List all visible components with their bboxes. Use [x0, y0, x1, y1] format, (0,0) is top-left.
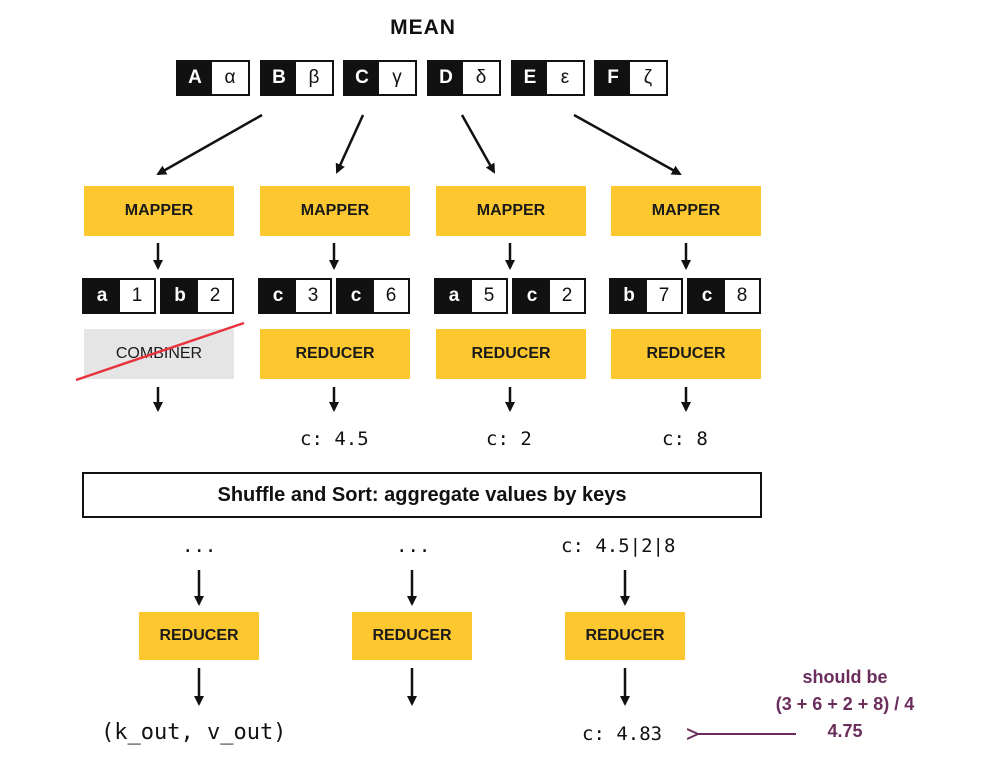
input-value: α [212, 62, 248, 94]
mapper-output-pair: a 5 [434, 278, 508, 314]
input-pair-c: C γ [343, 60, 417, 96]
output-value: 2 [198, 280, 232, 312]
arrow-input-mapper2 [335, 114, 365, 174]
mapper-output-pair: c 6 [336, 278, 410, 314]
mapper-box: MAPPER [436, 186, 586, 236]
shuffle-sort-box: Shuffle and Sort: aggregate values by ke… [82, 472, 762, 518]
input-value: ζ [630, 62, 666, 94]
final-output-generic: (k_out, v_out) [101, 720, 287, 745]
local-result: c: 4.5 [300, 428, 369, 450]
correction-note-line3: 4.75 [827, 721, 863, 741]
input-pair-f: F ζ [594, 60, 668, 96]
input-key: B [262, 62, 296, 94]
output-key: b [611, 280, 647, 312]
correction-note-line1: should be [802, 667, 888, 687]
shuffle-output: c: 4.5|2|8 [561, 535, 676, 557]
output-value: 3 [296, 280, 330, 312]
input-key: A [178, 62, 212, 94]
mapper-output-pair: b 2 [160, 278, 234, 314]
output-value: 5 [472, 280, 506, 312]
diagram-title: MEAN [390, 16, 456, 39]
output-key: a [84, 280, 120, 312]
input-pair-e: E ε [511, 60, 585, 96]
output-key: c [260, 280, 296, 312]
mapper-output-pair: c 3 [258, 278, 332, 314]
output-value: 1 [120, 280, 154, 312]
output-value: 6 [374, 280, 408, 312]
combiner-strikethrough [75, 321, 245, 382]
mapper-box: MAPPER [611, 186, 761, 236]
output-value: 7 [647, 280, 681, 312]
input-value: β [296, 62, 332, 94]
correction-note-line2: (3 + 6 + 2 + 8) / 4 [775, 694, 915, 714]
input-key: D [429, 62, 463, 94]
mapper-box: MAPPER [260, 186, 410, 236]
output-value: 8 [725, 280, 759, 312]
local-reducer-box: REDUCER [611, 329, 761, 379]
final-reducer-box: REDUCER [565, 612, 685, 660]
mapper-output-pair: a 1 [82, 278, 156, 314]
input-key: F [596, 62, 630, 94]
mapper-box: MAPPER [84, 186, 234, 236]
arrow-input-mapper3 [460, 114, 496, 174]
local-result: c: 8 [662, 428, 708, 450]
input-key: C [345, 62, 379, 94]
final-reducer-box: REDUCER [352, 612, 472, 660]
final-output-result: c: 4.83 [582, 723, 663, 745]
output-key: c [689, 280, 725, 312]
input-pair-a: A α [176, 60, 250, 96]
input-pair-d: D δ [427, 60, 501, 96]
local-reducer-box: REDUCER [436, 329, 586, 379]
shuffle-output: ... [396, 535, 431, 557]
arrow-input-mapper1 [156, 113, 263, 176]
output-value: 2 [550, 280, 584, 312]
mapper-output-pair: c 2 [512, 278, 586, 314]
output-key: a [436, 280, 472, 312]
input-value: ε [547, 62, 583, 94]
arrow-input-mapper4 [573, 113, 682, 176]
output-key: c [338, 280, 374, 312]
output-key: b [162, 280, 198, 312]
output-key: c [514, 280, 550, 312]
final-reducer-box: REDUCER [139, 612, 259, 660]
input-pair-b: B β [260, 60, 334, 96]
input-value: δ [463, 62, 499, 94]
local-reducer-box: REDUCER [260, 329, 410, 379]
shuffle-output: ... [182, 535, 217, 557]
local-result: c: 2 [486, 428, 532, 450]
mapper-output-pair: c 8 [687, 278, 761, 314]
combiner-box: COMBINER [84, 329, 234, 379]
input-key: E [513, 62, 547, 94]
mapper-output-pair: b 7 [609, 278, 683, 314]
input-value: γ [379, 62, 415, 94]
